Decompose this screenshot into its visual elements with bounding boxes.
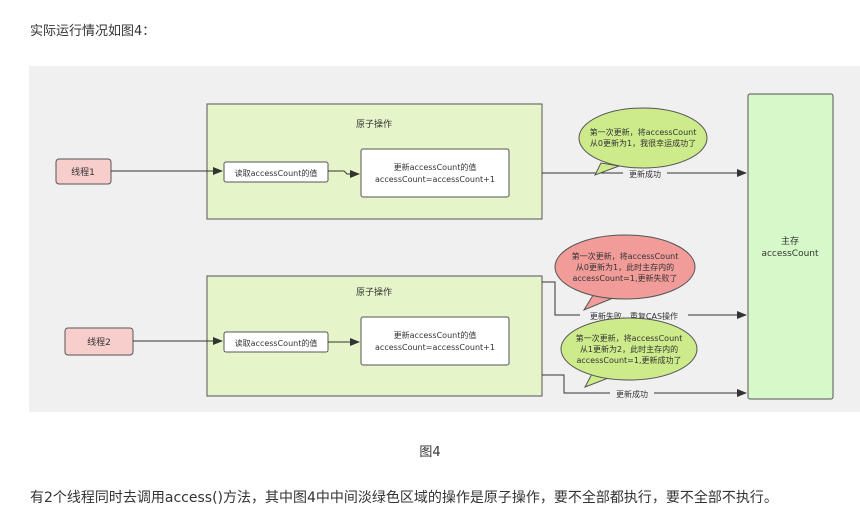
update-box-2 (360, 316, 510, 366)
bubble-mid-line2: 从0更新为1，此时主存内的 (576, 262, 674, 272)
update-box-2-line1: 更新accessCount的值 (394, 330, 477, 340)
bubble-top-line2: 从0更新为1，我很幸运成功了 (590, 138, 696, 148)
read-box-1 (223, 161, 329, 183)
main-memory-box (747, 93, 834, 400)
bubble-mid-line3: accessCount=1,更新失败了 (572, 273, 677, 283)
intro-text: 实际运行情况如图4： (30, 24, 156, 39)
edge-fail-retry-label: 更新失败，重复CAS操作 (590, 311, 678, 321)
footer-text: 有2个线程同时去调用access()方法，其中图4中中间淡绿色区域的操作是原子操… (30, 490, 778, 506)
bubble-bottom-line1: 第一次更新，将accessCount (576, 333, 683, 343)
read-label-1: 读取accessCount的值 (235, 168, 318, 178)
update-box-1-line1: 更新accessCount的值 (394, 162, 477, 172)
read-label-2: 读取accessCount的值 (235, 338, 318, 348)
bubble-bottom: 第一次更新，将accessCount 从1更新为2，此时主存内的 accessC… (560, 317, 698, 388)
figure-caption: 图4 (419, 445, 441, 460)
edge-label-bg-1 (623, 168, 667, 179)
edge-read1-update (328, 170, 360, 178)
bubble-top: 第一次更新，将accessCount 从0更新为1，我很幸运成功了 (578, 107, 708, 176)
main-memory-line1: 主存 (781, 235, 799, 247)
bubble-mid: 第一次更新，将accessCount 从0更新为1，此时主存内的 accessC… (554, 234, 696, 312)
cas-diagram: 原子操作 原子操作 线程1 线程2 读取accessCount的值 读取acce… (55, 93, 834, 400)
bubble-bottom-line3: accessCount=1,更新成功了 (576, 355, 681, 365)
thread2-label: 线程2 (87, 336, 111, 348)
edge-success-2 (542, 374, 747, 397)
atomic-label-2: 原子操作 (356, 286, 392, 298)
edge-success-2-label: 更新成功 (616, 389, 648, 399)
update-box-1 (360, 148, 510, 198)
bubble-mid-line1: 第一次更新，将accessCount (572, 251, 679, 261)
bubble-bottom-line2: 从1更新为2，此时主存内的 (580, 344, 678, 354)
edge-label-bg-2 (580, 310, 688, 321)
thread1-label: 线程1 (71, 166, 95, 178)
edge-label-bg-3 (610, 388, 654, 399)
atomic-label-1: 原子操作 (356, 118, 392, 130)
bubble-top-line1: 第一次更新，将accessCount (590, 127, 697, 137)
edge-success-1-label: 更新成功 (629, 169, 661, 179)
update-box-1-line2: accessCount=accessCount+1 (375, 175, 495, 184)
main-memory-line2: accessCount (761, 249, 819, 259)
diagram-canvas: 原子操作 原子操作 线程1 线程2 读取accessCount的值 读取acce… (29, 66, 860, 412)
update-box-2-line2: accessCount=accessCount+1 (375, 343, 495, 352)
